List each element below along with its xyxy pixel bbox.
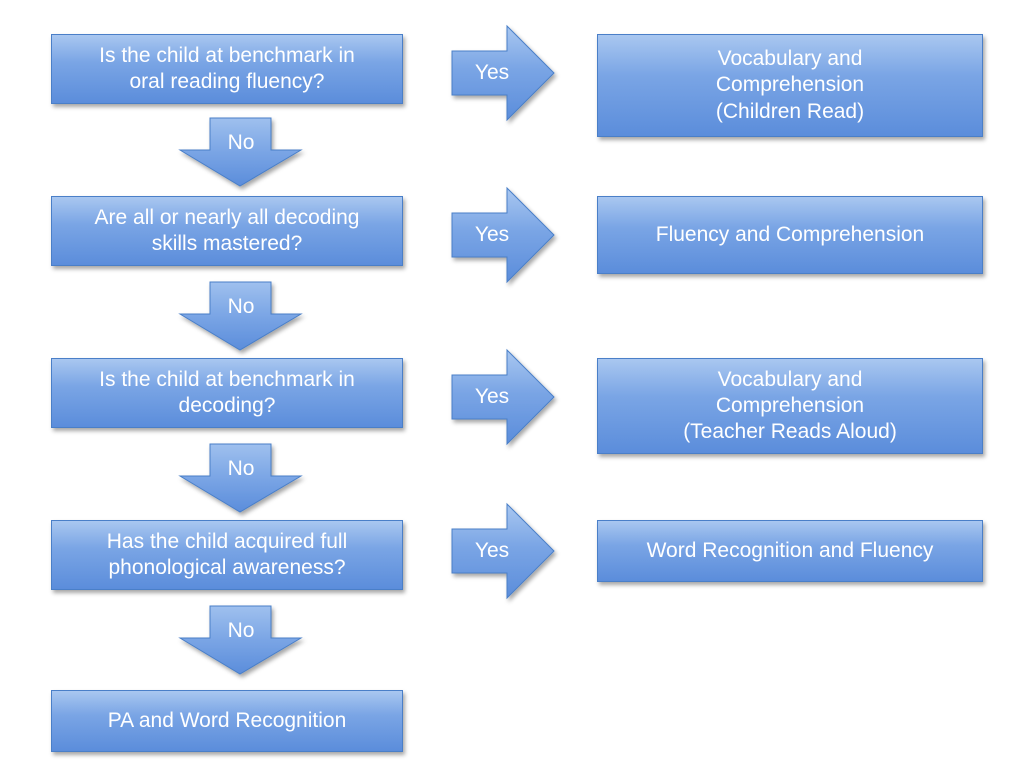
question-box-phonological-awareness: Has the child acquired full phonological… (51, 520, 403, 590)
question-box-benchmark-decoding: Is the child at benchmark in decoding? (51, 358, 403, 428)
outcome-box-vocab-teacher-reads: Vocabulary and Comprehension (Teacher Re… (597, 358, 983, 454)
yes-arrow-right-icon (451, 348, 555, 446)
outcome-text: Fluency and Comprehension (655, 222, 925, 246)
final-text: PA and Word Recognition (107, 708, 347, 732)
yes-arrow-right-icon (451, 186, 555, 284)
question-text: Has the child acquired full phonological… (106, 529, 348, 579)
no-arrow-down-icon (178, 281, 303, 351)
yes-label: Yes (474, 223, 510, 246)
outcome-box-vocab-children-read: Vocabulary and Comprehension (Children R… (597, 34, 983, 137)
yes-arrow-right-icon (451, 24, 555, 122)
yes-label: Yes (474, 61, 510, 84)
no-label: No (227, 619, 255, 642)
no-arrow-down-icon (178, 605, 303, 675)
question-text: Are all or nearly all decoding skills ma… (94, 205, 360, 255)
no-arrow-down-icon (178, 443, 303, 513)
question-text: Is the child at benchmark in decoding? (99, 367, 355, 417)
outcome-box-fluency-comprehension: Fluency and Comprehension (597, 196, 983, 274)
yes-arrow-right-icon (451, 502, 555, 600)
question-box-decoding-skills: Are all or nearly all decoding skills ma… (51, 196, 403, 266)
outcome-text: Vocabulary and Comprehension (Children R… (715, 47, 865, 123)
question-box-oral-reading-fluency: Is the child at benchmark in oral readin… (51, 34, 403, 104)
yes-label: Yes (474, 385, 510, 408)
no-label: No (227, 457, 255, 480)
question-text: Is the child at benchmark in oral readin… (99, 43, 355, 93)
outcome-box-word-recognition-fluency: Word Recognition and Fluency (597, 520, 983, 582)
no-label: No (227, 295, 255, 318)
no-label: No (227, 131, 255, 154)
yes-label: Yes (474, 539, 510, 562)
final-box-pa-word-recognition: PA and Word Recognition (51, 690, 403, 752)
no-arrow-down-icon (178, 117, 303, 187)
outcome-text: Word Recognition and Fluency (646, 538, 934, 562)
outcome-text: Vocabulary and Comprehension (Teacher Re… (683, 367, 897, 444)
